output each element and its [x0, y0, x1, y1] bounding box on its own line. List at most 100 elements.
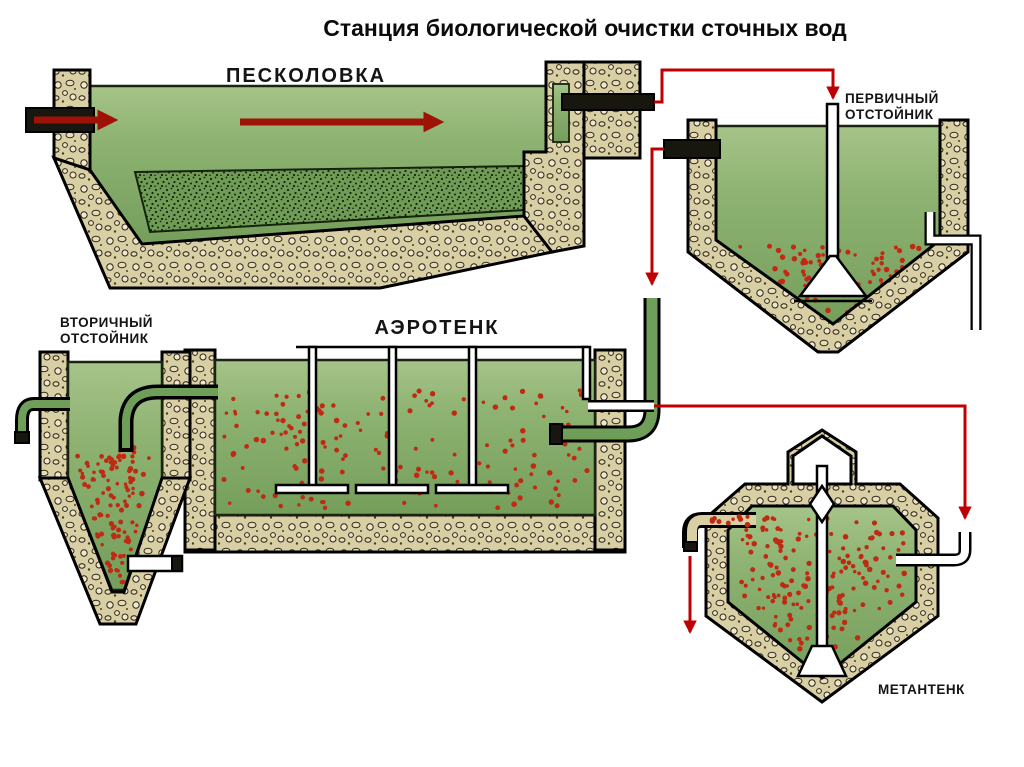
sludge-dot	[519, 388, 526, 395]
sludge-dot	[104, 560, 111, 566]
sludge-dot	[901, 541, 906, 546]
sludge-dot	[398, 464, 403, 470]
primary-settler-outlet-pipe	[663, 139, 721, 159]
sludge-dot	[115, 481, 120, 486]
sludge-dot	[517, 495, 523, 501]
sludge-dot	[283, 430, 288, 435]
sludge-dot	[122, 530, 127, 534]
aeration-wall-left	[183, 348, 217, 552]
sludge-dot	[899, 257, 905, 263]
sludge-dot	[123, 502, 130, 509]
sludge-dot	[299, 438, 306, 444]
sludge-dot	[240, 465, 245, 470]
sludge-dot	[888, 555, 893, 560]
sludge-dot	[100, 469, 105, 475]
sludge-dot	[520, 428, 526, 434]
sludge-dot	[827, 549, 832, 554]
sludge-dot	[870, 537, 874, 541]
sludge-dot	[89, 504, 94, 509]
sludge-dot	[851, 586, 856, 591]
sludge-dot	[118, 458, 122, 463]
sludge-dot	[433, 503, 438, 508]
sludge-dot	[787, 612, 793, 618]
sludge-dot	[318, 410, 324, 416]
sludge-dot	[131, 486, 135, 491]
sludge-dot	[260, 494, 266, 499]
sludge-dot	[836, 610, 842, 616]
sand-trap-label: ПЕСКОЛОВКА	[226, 65, 386, 87]
sludge-dot	[135, 523, 139, 528]
sludge-dot	[502, 395, 508, 401]
sludge-dot	[840, 558, 847, 565]
sludge-dot	[854, 520, 859, 525]
secondary-wall-right	[160, 350, 192, 482]
sludge-dot	[373, 447, 378, 452]
sludge-dot	[861, 575, 865, 580]
sludge-dot	[797, 531, 802, 536]
sludge-dot	[873, 556, 879, 562]
sludge-dot	[830, 573, 836, 579]
sludge-dot	[803, 260, 809, 266]
sludge-dot	[118, 519, 124, 525]
mixer-valve	[808, 483, 836, 525]
sludge-dot	[105, 486, 111, 492]
sludge-dot	[843, 606, 848, 611]
sludge-dot	[774, 565, 779, 570]
sludge-dot	[323, 445, 327, 449]
sludge-dot	[133, 529, 138, 534]
sludge-dot	[839, 626, 845, 632]
sludge-dot	[227, 501, 232, 505]
sludge-dot	[566, 453, 571, 457]
center-feed-pipe	[825, 102, 840, 264]
sludge-dot	[756, 605, 761, 611]
sludge-dot	[530, 463, 537, 469]
sludge-dot	[514, 482, 520, 488]
sludge-dot	[502, 448, 508, 454]
sludge-dot	[880, 569, 886, 575]
sludge-dot	[91, 516, 96, 521]
sludge-dot	[109, 457, 115, 462]
sludge-dot	[560, 405, 565, 410]
sludge-dot	[800, 269, 806, 274]
sludge-dot	[548, 499, 555, 505]
secondary-settler: ВТОРИЧНЫЙ ОТСТОЙНИК	[14, 315, 193, 626]
sludge-dot	[319, 468, 325, 474]
sludge-dot	[333, 417, 340, 424]
sludge-dot	[877, 531, 882, 537]
sludge-dot	[264, 411, 270, 416]
sludge-dot	[877, 606, 882, 611]
sludge-dot	[773, 621, 778, 626]
flow-line-to-digester	[654, 404, 972, 521]
sludge-dot	[815, 252, 821, 259]
sludge-dot	[804, 534, 809, 538]
sludge-dot	[109, 466, 115, 472]
sludge-dot	[113, 553, 118, 558]
sludge-dot	[82, 482, 88, 487]
sludge-dot	[871, 271, 877, 277]
sludge-dot	[556, 493, 561, 498]
sludge-dot	[508, 438, 513, 443]
air-drop-pipe	[307, 345, 318, 489]
sludge-drain-pipe-mouth	[171, 555, 183, 572]
sludge-dot	[709, 517, 715, 522]
sludge-dot	[871, 261, 875, 265]
sludge-dot	[127, 494, 132, 498]
sludge-dot	[841, 546, 846, 551]
sludge-dot	[119, 579, 125, 585]
sludge-dot	[358, 428, 363, 432]
sludge-dot	[772, 537, 779, 543]
sludge-dot	[799, 605, 804, 610]
sludge-dot	[909, 243, 916, 250]
sludge-dot	[147, 456, 151, 460]
sludge-dot	[562, 441, 568, 447]
sludge-dot	[887, 599, 893, 605]
sludge-dot	[750, 577, 755, 582]
sludge-dot	[485, 443, 489, 448]
sludge-dot	[518, 478, 524, 484]
air-drop-pipe	[467, 345, 478, 489]
sludge-dot	[546, 470, 553, 476]
sludge-dot	[805, 575, 811, 582]
sludge-dot	[788, 616, 794, 622]
sludge-dot	[339, 469, 345, 475]
sludge-dot	[740, 537, 745, 542]
